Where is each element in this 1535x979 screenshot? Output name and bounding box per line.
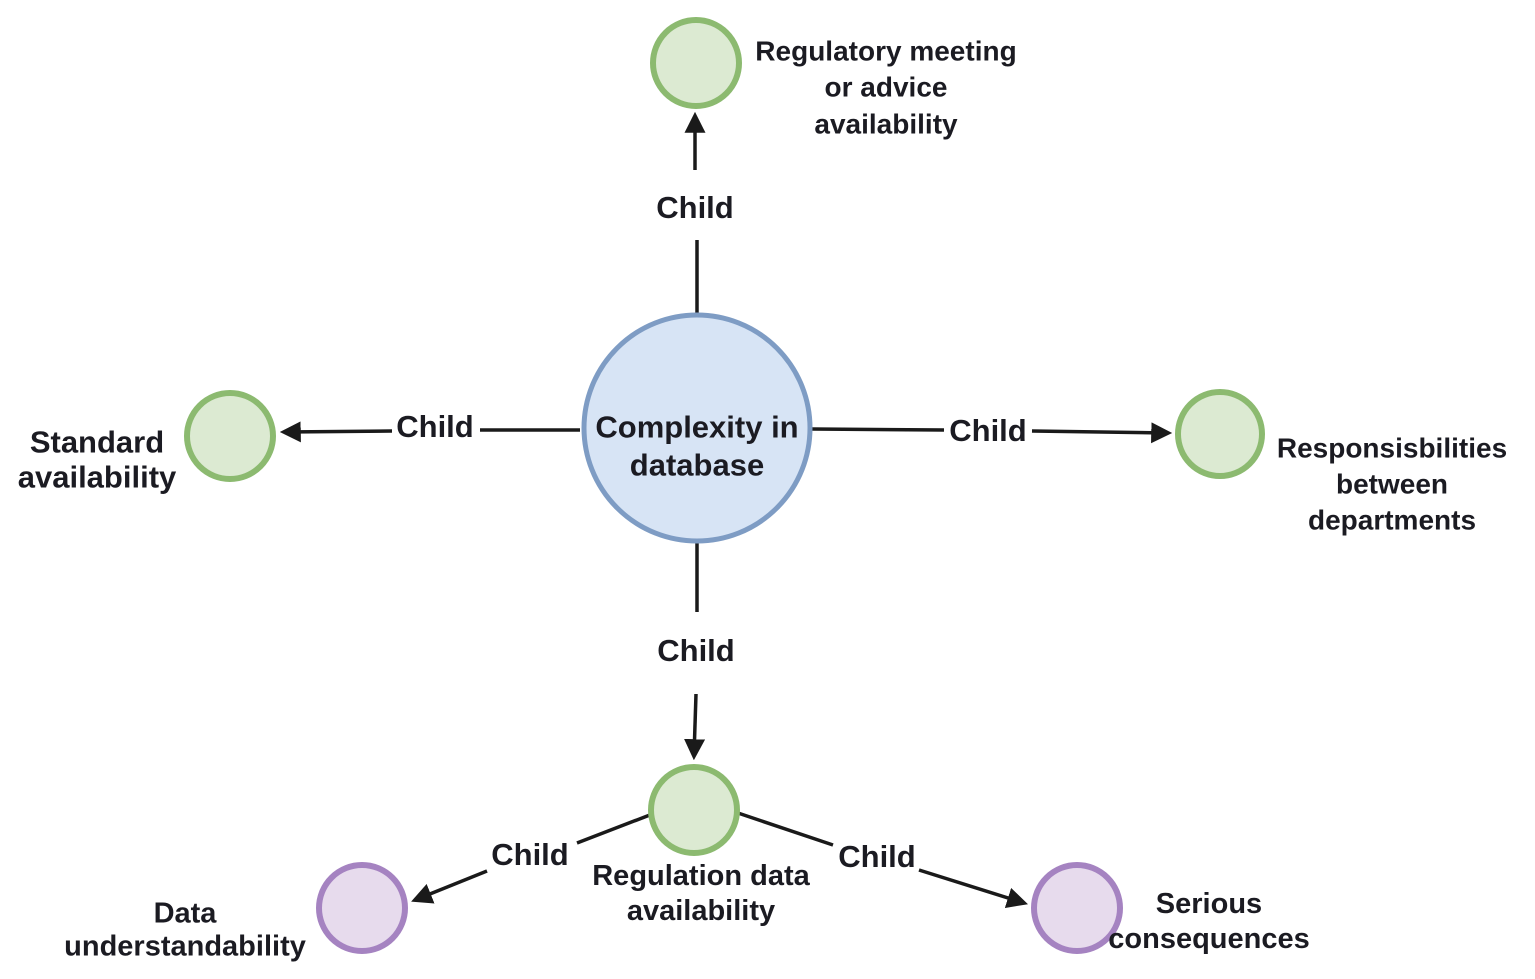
node-data-understandability: [316, 862, 408, 954]
node-standard-availability: [184, 390, 276, 482]
edge-label-child-right: Child: [949, 413, 1027, 449]
node-responsibilities-between-departments: [1175, 389, 1265, 479]
edge-label-child-left: Child: [396, 409, 474, 445]
edge-center-bottom-arrow: [684, 693, 706, 761]
edge-label-child-bottom: Child: [657, 633, 735, 669]
edge-center-left-arrow: [279, 421, 393, 443]
node-complexity-in-database: [581, 312, 813, 544]
edge-bottom-left-arrow: [411, 869, 488, 904]
edge-label-child-top: Child: [656, 190, 734, 226]
label-regulatory-meeting: Regulatory meeting or advice availabilit…: [755, 35, 1017, 140]
edge-label-child-bottom-left: Child: [491, 837, 569, 873]
label-data-understandability: Data understandability: [64, 897, 306, 963]
edge-bottom-right-upper-segment: [734, 810, 834, 847]
edge-center-right-arrow: [1031, 422, 1173, 444]
edge-label-child-bottom-right: Child: [838, 839, 916, 875]
edge-bottom-right-arrow: [918, 868, 1029, 908]
label-responsibilities-between-departments: Responsisbilities between departments: [1276, 432, 1508, 535]
label-complexity-in-database: Complexity in database: [595, 409, 799, 483]
label-standard-availability: Standard availability: [17, 424, 177, 494]
label-regulation-data-availability: Regulation data availability: [592, 860, 810, 927]
edge-bottom-left-upper-segment: [576, 811, 656, 845]
node-serious-consequences: [1031, 862, 1123, 954]
node-regulation-data-availability: [648, 764, 740, 856]
edge-center-right-inner-segment: [811, 427, 945, 432]
label-serious-consequences: Serious consequences: [1108, 888, 1310, 955]
node-regulatory-meeting: [650, 17, 742, 109]
